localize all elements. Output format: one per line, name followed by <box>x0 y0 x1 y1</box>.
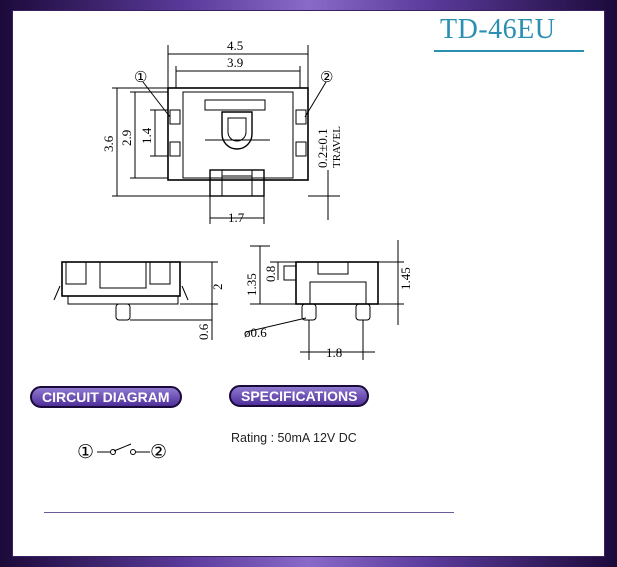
dim-inner-height: 2.9 <box>119 130 134 146</box>
dim-pin-length: 0.6 <box>196 323 211 340</box>
dim-travel-label: TRAVEL <box>331 126 343 168</box>
top-view-drawing <box>112 45 340 224</box>
circuit-terminal-1: ① <box>77 442 94 463</box>
rating-text: Rating : 50mA 12V DC <box>231 431 357 445</box>
circuit-switch-drawing <box>97 443 150 455</box>
part-number-title: TD-46EU <box>440 14 556 45</box>
dim-height: 3.6 <box>101 135 116 152</box>
dim-travel: 0.2±0.1 <box>315 128 330 168</box>
dim-stem-width-end: 0.8 <box>263 266 278 282</box>
dim-pin-pitch: 1.8 <box>326 345 342 360</box>
dim-inner-width: 3.9 <box>227 55 243 70</box>
circuit-diagram-heading: CIRCUIT DIAGRAM <box>30 386 182 408</box>
side-view-drawing <box>53 261 218 340</box>
terminal-2-label: ② <box>320 70 333 86</box>
terminal-1-label: ① <box>134 70 147 86</box>
title-underline <box>434 50 584 52</box>
dim-side-height: 2 <box>210 284 225 291</box>
circuit-terminal-2: ② <box>150 442 167 463</box>
dim-slot-height: 1.4 <box>139 127 154 144</box>
specifications-heading: SPECIFICATIONS <box>229 385 370 407</box>
dim-pin-diameter: ø0.6 <box>244 325 267 340</box>
bottom-rule <box>44 512 454 513</box>
dim-stem-height: 1.35 <box>244 273 259 296</box>
dim-stem-width: 1.7 <box>228 210 245 225</box>
dim-body-height: 1.45 <box>398 267 413 290</box>
end-view-drawing <box>245 240 404 360</box>
dim-overall-width: 4.5 <box>227 38 243 53</box>
